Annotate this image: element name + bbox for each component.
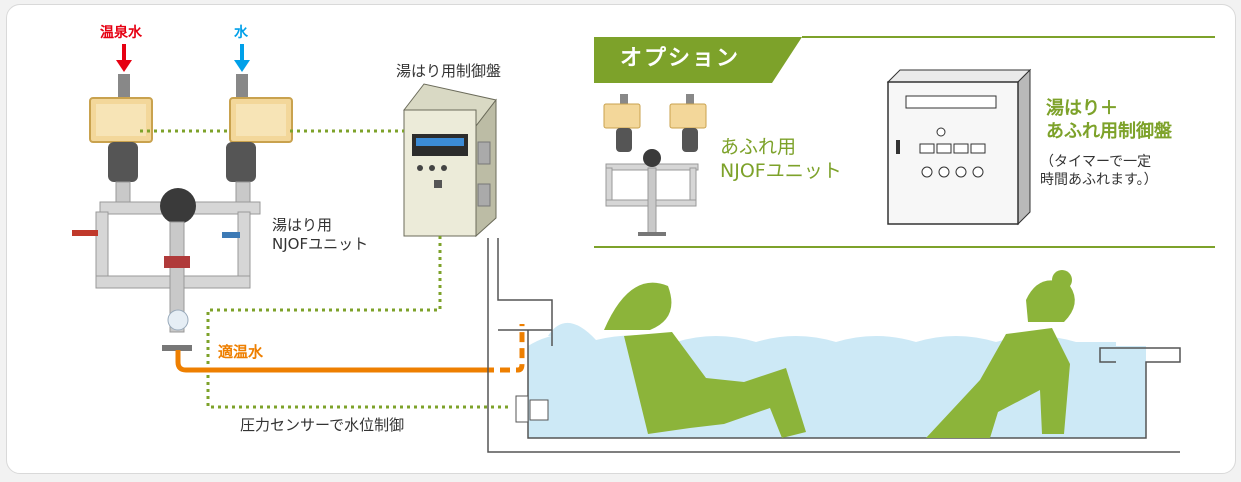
pressure-sensor-label: 圧力センサーで水位制御 (240, 416, 405, 434)
cold-water-arrow (234, 44, 250, 72)
bather-figures (604, 270, 1075, 438)
left-unit-label: 湯はり用 NJOFユニット (272, 216, 368, 254)
option-unit-label: あふれ用 NJOFユニット (720, 136, 842, 184)
warm-water-pipe (175, 324, 525, 373)
option-unit-label-line2: NJOFユニット (720, 159, 842, 182)
left-unit-label-line2: NJOFユニット (272, 234, 369, 253)
njof-unit-option (603, 94, 707, 236)
hot-spring-water-label: 温泉水 (100, 25, 142, 41)
signal-lines (140, 129, 512, 409)
left-unit-label-line1: 湯はり用 (272, 216, 333, 234)
option-title: オプション (620, 46, 741, 71)
option-panel-note: （タイマーで一定 時間あふれます。） (1040, 154, 1158, 189)
control-panel-label: 湯はり用制御盤 (396, 62, 502, 80)
hot-water-arrow (116, 44, 132, 72)
bathtub (487, 238, 1181, 453)
option-panel-title: 湯はり＋ あふれ用制御盤 (1046, 98, 1172, 143)
option-panel-title-line1: 湯はり＋ (1046, 98, 1118, 119)
option-panel-note-line2: 時間あふれます。） (1040, 171, 1158, 188)
water-label: 水 (234, 25, 248, 41)
option-panel-note-line1: （タイマーで一定 (1040, 154, 1152, 170)
control-panel-option (886, 68, 1032, 226)
control-panel-left (403, 83, 497, 238)
option-panel-title-line2: あふれ用制御盤 (1046, 120, 1172, 142)
option-section (594, 36, 1215, 248)
njof-unit-left (72, 74, 293, 351)
option-unit-label-line1: あふれ用 (720, 136, 797, 158)
warm-water-label: 適温水 (218, 343, 264, 361)
